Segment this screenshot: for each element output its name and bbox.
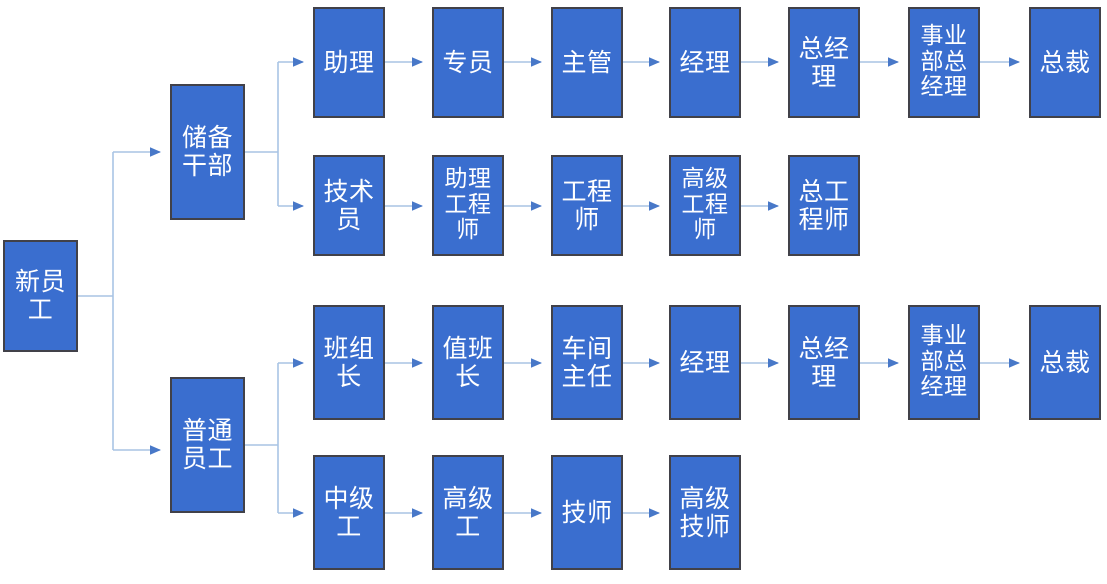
- node-label: 车间主任: [561, 333, 613, 391]
- node-label: 主管: [561, 47, 613, 77]
- node-production-1[interactable]: 班组长: [313, 305, 385, 420]
- node-label: 工程师: [561, 176, 613, 234]
- node-management-1[interactable]: 助理: [313, 7, 385, 118]
- node-label: 经理: [679, 347, 731, 377]
- node-label: 储备干部: [181, 123, 233, 180]
- node-label: 技师: [561, 497, 613, 527]
- node-skill-3[interactable]: 技师: [551, 455, 623, 570]
- node-label: 高级工: [442, 483, 494, 541]
- node-label: 总工程师: [798, 176, 850, 234]
- node-label: 值班长: [442, 333, 494, 391]
- node-regular-employee[interactable]: 普通员工: [170, 377, 245, 513]
- node-label: 助理: [323, 47, 375, 77]
- node-label: 总经理: [798, 33, 850, 91]
- node-new-employee[interactable]: 新员工: [3, 240, 78, 352]
- node-production-6[interactable]: 事业部总经理: [908, 305, 980, 420]
- node-production-2[interactable]: 值班长: [432, 305, 504, 420]
- node-technical-1[interactable]: 技术员: [313, 155, 385, 256]
- node-production-7[interactable]: 总裁: [1029, 305, 1101, 420]
- node-management-5[interactable]: 总经理: [788, 7, 860, 118]
- node-label: 总经理: [798, 333, 850, 391]
- node-label: 专员: [442, 47, 494, 77]
- node-production-4[interactable]: 经理: [669, 305, 741, 420]
- node-label: 高级工程师: [681, 165, 729, 244]
- node-label: 经理: [679, 47, 731, 77]
- node-management-2[interactable]: 专员: [432, 7, 504, 118]
- node-label: 技术员: [323, 176, 375, 234]
- node-label: 事业部总经理: [920, 22, 968, 101]
- node-label: 总裁: [1039, 347, 1091, 377]
- node-technical-3[interactable]: 工程师: [551, 155, 623, 256]
- node-management-7[interactable]: 总裁: [1029, 7, 1101, 118]
- node-technical-4[interactable]: 高级工程师: [669, 155, 741, 256]
- node-technical-2[interactable]: 助理工程师: [432, 155, 504, 256]
- node-label: 班组长: [323, 333, 375, 391]
- node-label: 总裁: [1039, 47, 1091, 77]
- node-label: 普通员工: [181, 416, 233, 473]
- node-skill-1[interactable]: 中级工: [313, 455, 385, 570]
- node-management-6[interactable]: 事业部总经理: [908, 7, 980, 118]
- node-management-3[interactable]: 主管: [551, 7, 623, 118]
- node-label: 中级工: [323, 483, 375, 541]
- node-technical-5[interactable]: 总工程师: [788, 155, 860, 256]
- node-label: 助理工程师: [444, 165, 492, 244]
- node-production-3[interactable]: 车间主任: [551, 305, 623, 420]
- node-management-4[interactable]: 经理: [669, 7, 741, 118]
- node-label: 新员工: [14, 267, 66, 324]
- node-label: 高级技师: [679, 483, 731, 541]
- node-label: 事业部总经理: [920, 322, 968, 401]
- node-production-5[interactable]: 总经理: [788, 305, 860, 420]
- node-skill-2[interactable]: 高级工: [432, 455, 504, 570]
- node-skill-4[interactable]: 高级技师: [669, 455, 741, 570]
- node-reserve-cadre[interactable]: 储备干部: [170, 84, 245, 220]
